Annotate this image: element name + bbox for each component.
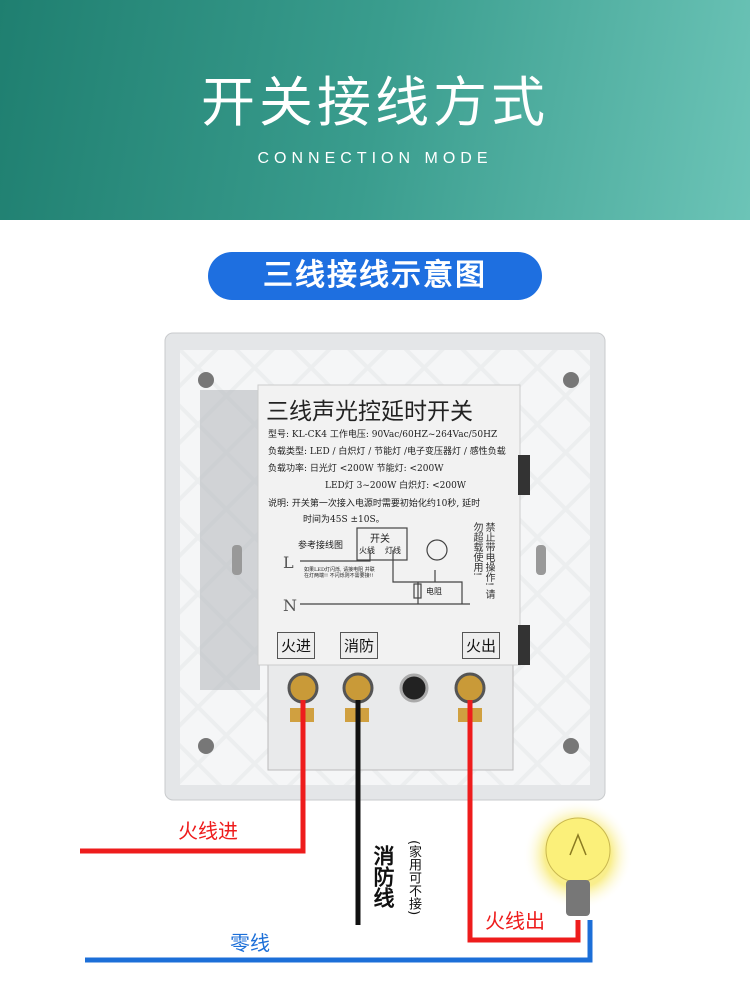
live-out-wire (467, 700, 581, 943)
panel-N: N (283, 596, 297, 615)
panel-load-power-2: LED灯 3~200W 白炽灯: <200W (325, 481, 467, 491)
panel-switch-box: 开关 (370, 534, 390, 545)
section-title: 三线接线示意图 (208, 252, 542, 300)
panel-note-1: 说明: 开关第一次接入电源时需要初始化约10秒, 延时 (268, 499, 481, 509)
terminal-live-in: 火进 (277, 632, 316, 659)
terminal-fire: 消防 (340, 632, 379, 659)
live-in-wire (80, 700, 306, 854)
panel-load-power-1: 负载功率: 日光灯 <200W 节能灯: <200W (268, 464, 444, 474)
terminal-live-out: 火出 (462, 632, 501, 659)
live-in-label: 火线进 (178, 819, 238, 843)
panel-title: 三线声光控延时开关 (266, 399, 473, 425)
light-bulb-icon (523, 800, 633, 916)
panel-warning: 禁止带电操作! 请勿超载使用! (471, 522, 494, 600)
fire-wire-label: 消防线 (371, 845, 395, 908)
panel-load-type: 负载类型: LED / 白炽灯 / 节能灯 /电子变压器灯 / 感性负载 (268, 447, 506, 457)
page-title: 开关接线方式 (201, 71, 549, 134)
panel-note-2: 时间为45S ±10S。 (303, 515, 385, 525)
panel-model: 型号: KL-CK4 工作电压: 90Vac/60HZ~264Vac/50HZ (268, 430, 498, 440)
panel-small-note: 如果LED灯闪烁, 请接电阻 并联在灯两端!! 不闪烁则不需要接!! (304, 567, 375, 579)
page-subtitle: CONNECTION MODE (257, 150, 493, 167)
wires (80, 700, 593, 963)
header-banner: 开关接线方式 CONNECTION MODE (0, 0, 750, 220)
switch-plate (164, 332, 606, 801)
panel-diagram-label: 参考接线图 (298, 541, 344, 551)
panel-resistor: 电阻 (426, 587, 442, 596)
panel-switch-fire: 火线 (359, 546, 375, 555)
neutral-wire (85, 920, 593, 963)
neutral-label: 零线 (230, 931, 270, 955)
panel-switch-lamp: 灯线 (385, 546, 401, 555)
live-out-label: 火线出 (485, 909, 545, 933)
panel-L: L (283, 553, 294, 572)
fire-wire-note: (家用可不接) (406, 840, 421, 916)
panel-diagram (300, 527, 470, 605)
